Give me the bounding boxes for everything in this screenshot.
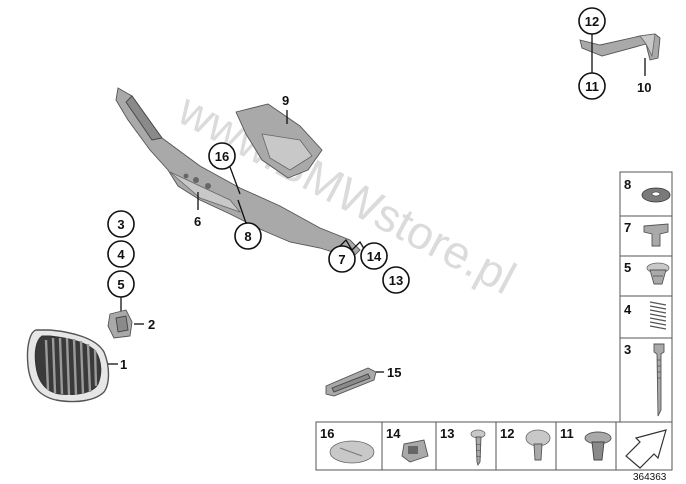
callout-11: 11 — [585, 79, 599, 94]
callout-5: 5 — [117, 277, 124, 292]
side-legend-label-5: 5 — [624, 260, 631, 275]
callout-circle-8a — [234, 222, 262, 250]
clip-icon — [643, 223, 669, 247]
leader-16 — [229, 166, 241, 195]
bottom-legend-label-16: 16 — [320, 426, 334, 441]
part-strip-15 — [325, 367, 377, 397]
push-clip-icon — [525, 429, 551, 461]
bottom-legend-label-13: 13 — [440, 426, 454, 441]
callout-12: 12 — [585, 14, 599, 29]
bottom-legend: 16 14 13 12 11 — [315, 421, 673, 471]
callout-10: 10 — [637, 80, 651, 95]
screw-icon — [470, 429, 486, 467]
callout-circle-13a — [382, 266, 410, 294]
callout-circle-7a — [328, 245, 356, 273]
callout-13: 13 — [389, 273, 403, 288]
bottom-legend-label-14: 14 — [386, 426, 401, 441]
bottom-legend-label-12: 12 — [500, 426, 514, 441]
part-cowl-cover-6 — [115, 87, 361, 259]
side-legend-label-8: 8 — [624, 177, 631, 192]
part-panel-9 — [235, 103, 323, 179]
callout-16: 16 — [215, 149, 229, 164]
callout-9: 9 — [282, 93, 289, 108]
side-legend-label-7: 7 — [624, 220, 631, 235]
cap-icon — [329, 440, 375, 464]
plug-icon — [646, 262, 670, 285]
rivet-icon — [584, 431, 612, 461]
callout-circle-14a — [360, 242, 388, 270]
reference-number: 364363 — [633, 472, 667, 483]
callout-8: 8 — [244, 229, 251, 244]
callout-3: 3 — [117, 217, 124, 232]
callout-7: 7 — [338, 252, 345, 267]
side-legend: 8 7 5 4 3 — [619, 171, 673, 423]
callout-circle-4a — [107, 240, 135, 268]
callout-2: 2 — [148, 317, 155, 332]
leader-8 — [237, 199, 247, 224]
part-bracket-top-right — [579, 33, 661, 61]
part-bracket-2 — [107, 309, 133, 339]
part-kidney-grille-1 — [26, 329, 110, 403]
callout-circle-16 — [208, 142, 236, 170]
callout-1: 1 — [120, 357, 127, 372]
side-legend-label-3: 3 — [624, 342, 631, 357]
nut-clip-icon — [401, 439, 429, 463]
callout-6: 6 — [194, 214, 201, 229]
bolt-icon — [653, 343, 665, 417]
direction-arrow-icon — [625, 429, 667, 469]
callout-15: 15 — [387, 365, 401, 380]
callout-circle-3a — [107, 210, 135, 238]
washer-icon — [641, 187, 671, 203]
bottom-legend-label-11: 11 — [560, 426, 574, 441]
callout-14: 14 — [367, 249, 382, 264]
spring-icon — [649, 301, 667, 330]
side-legend-label-4: 4 — [624, 302, 632, 317]
callout-4: 4 — [117, 247, 125, 262]
